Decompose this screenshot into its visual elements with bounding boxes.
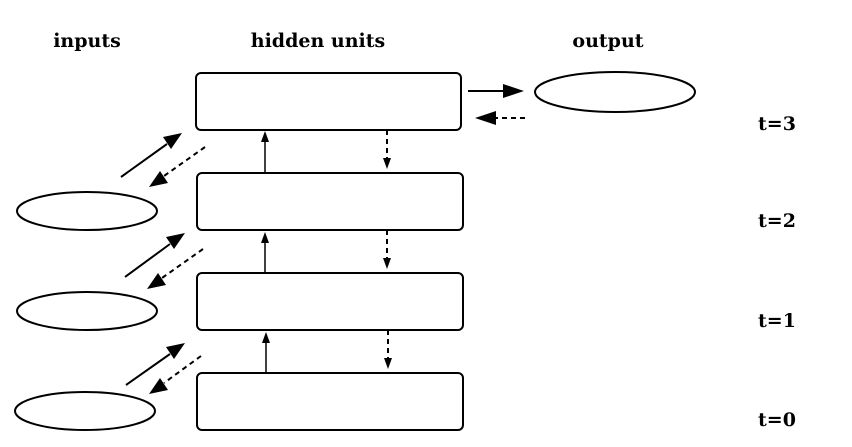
hidden-units-box-t3 <box>195 72 462 131</box>
input-node-t2 <box>16 191 158 231</box>
hidden-units-header: hidden units <box>251 30 385 52</box>
recurrent-forward-arrow-t2-t3 <box>261 131 269 172</box>
recurrent-error-arrow-t2-t1 <box>383 230 391 269</box>
hidden-units-box-t1 <box>196 272 464 331</box>
recurrent-error-arrow-t3-t2 <box>383 130 391 169</box>
error-arrow-t1-to-input-t0 <box>149 355 202 394</box>
forward-arrow-to-output <box>468 84 524 98</box>
input-node-t1 <box>16 291 158 331</box>
error-arrow-t2-to-input-t1 <box>147 248 204 289</box>
time-label-t3: t=3 <box>758 113 796 135</box>
error-arrow-from-output <box>475 111 525 125</box>
time-label-t2: t=2 <box>758 210 796 232</box>
error-arrow-t3-to-input-t2 <box>149 146 206 187</box>
input-node-t0 <box>14 391 156 431</box>
input-arrow-t0-to-t1 <box>125 343 185 386</box>
hidden-units-box-t2 <box>196 172 464 231</box>
recurrent-error-arrow-t1-t0 <box>384 330 392 369</box>
output-node <box>534 71 696 113</box>
recurrent-forward-arrow-t0-t1 <box>262 332 270 372</box>
time-label-t0: t=0 <box>758 409 796 431</box>
hidden-units-box-t0 <box>196 372 464 431</box>
inputs-header: inputs <box>53 30 121 52</box>
input-arrow-t1-to-t2 <box>124 233 185 278</box>
time-label-t1: t=1 <box>758 310 796 332</box>
output-header: output <box>572 30 643 52</box>
recurrent-forward-arrow-t1-t2 <box>261 232 269 272</box>
input-arrow-t2-to-t3 <box>120 133 182 178</box>
